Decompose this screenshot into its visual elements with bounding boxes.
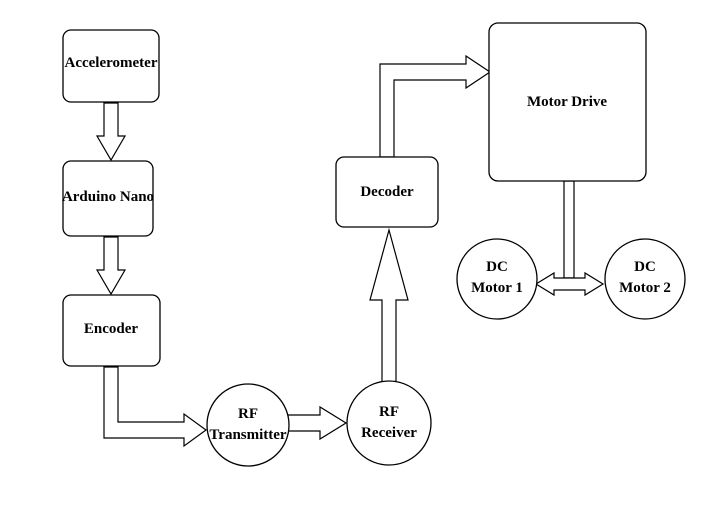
arrow-accelerometer-to-arduino <box>95 102 127 162</box>
encoder-label: Encoder <box>84 321 139 337</box>
rf-transmitter-block <box>206 383 290 467</box>
rf-receiver-label-line-1: RF <box>379 404 399 420</box>
rf-transmitter-label-line-1: RF <box>238 406 258 422</box>
arrow-arduino-to-encoder <box>95 236 127 296</box>
dc-motor-2-label-line-2: Motor 2 <box>619 280 671 296</box>
dc-motor-1-label-line-2: Motor 1 <box>471 280 523 296</box>
rf-receiver-block <box>346 380 432 466</box>
arrow-motor-drive-stem <box>563 180 575 279</box>
arrow-encoder-to-rf-transmitter <box>103 366 208 448</box>
rf-receiver-label-line-2: Receiver <box>361 425 417 441</box>
dc-motor-2-label-line-1: DC <box>634 259 656 275</box>
dc-motor-1-label-line-1: DC <box>486 259 508 275</box>
arduino-nano-label: Arduino Nano <box>62 189 154 205</box>
accelerometer-block <box>62 29 160 103</box>
dc-motor-2-block <box>604 238 686 320</box>
arrow-dc-motor-1-to-dc-motor-2 <box>534 271 605 297</box>
rf-transmitter-label-line-2: Transmitter <box>209 427 287 443</box>
arrow-rf-transmitter-to-rf-receiver <box>287 405 348 441</box>
arduino-nano-block <box>62 160 154 237</box>
arrow-rf-receiver-to-decoder <box>369 227 409 383</box>
decoder-label: Decoder <box>360 184 414 200</box>
motor-drive-block <box>488 22 647 182</box>
motor-drive-label: Motor Drive <box>527 94 607 110</box>
dc-motor-1-block <box>456 238 538 320</box>
arrow-decoder-to-motor-drive <box>379 54 492 158</box>
encoder-block <box>62 294 161 367</box>
accelerometer-label: Accelerometer <box>65 55 158 71</box>
decoder-block <box>335 156 439 228</box>
